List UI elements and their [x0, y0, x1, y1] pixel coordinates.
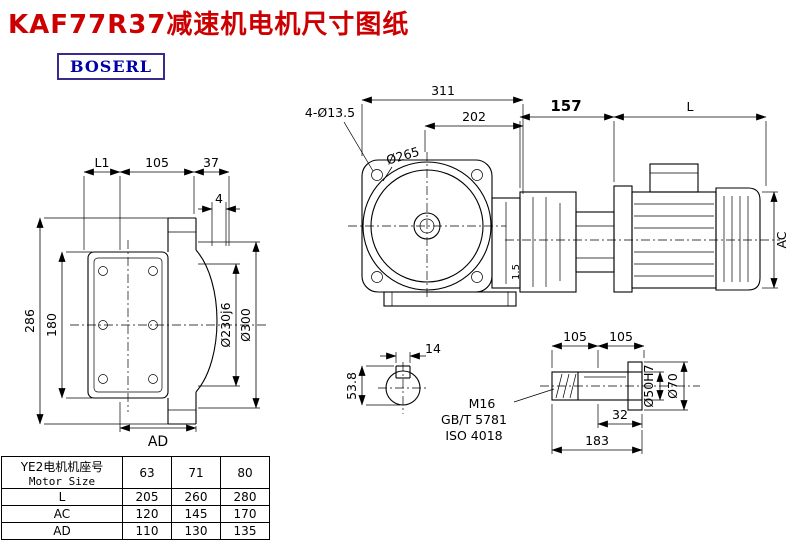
key-section-dimensions: 14 53.8 — [344, 341, 441, 406]
dim-202-label: 202 — [462, 109, 486, 124]
dim-AC-label: AC — [774, 231, 789, 248]
dim-bolt-holes-label: 4-Ø13.5 — [305, 105, 355, 120]
key-section-view — [378, 362, 428, 414]
col-header-71: 71 — [171, 456, 221, 489]
page-title: KAF77R37减速机电机尺寸图纸 — [8, 10, 410, 40]
front-view-dimensions: 311 202 4-Ø13.5 Ø265 — [305, 83, 524, 194]
dim-183-label: 183 — [585, 433, 609, 448]
dim-1-5-label: 1.5 — [511, 264, 522, 280]
cell-AC-63: 120 — [122, 505, 172, 523]
dim-300-label: Ø300 — [238, 308, 253, 342]
cell-AC-71: 145 — [171, 505, 221, 523]
motor-size-table: YE2电机机座号 Motor Size 63 71 80 L 205 260 2… — [1, 456, 270, 540]
dim-37-label: 37 — [203, 155, 219, 170]
dim-286-label: 286 — [22, 309, 37, 333]
motor-view — [505, 163, 780, 293]
cell-AD-80: 135 — [220, 522, 270, 540]
dim-230j6-label: Ø230j6 — [218, 302, 233, 347]
table-header-motor-size: YE2电机机座号 Motor Size — [1, 456, 123, 489]
side-view — [70, 217, 266, 425]
table-row-AD: AD 110 130 135 — [1, 522, 270, 540]
cell-AD-71: 130 — [171, 522, 221, 540]
side-view-dimensions: L1 105 37 4 286 180 AD Ø230j6 Ø300 — [22, 155, 260, 450]
table-row-AC: AC 120 145 170 — [1, 505, 270, 523]
table-header-en: Motor Size — [28, 474, 96, 488]
shaft-detail-view — [540, 361, 700, 411]
dim-265-label: Ø265 — [384, 144, 421, 168]
dim-311-label: 311 — [431, 83, 455, 98]
shaft-detail-dimensions: 105 105 M16 GB/T 5781 ISO 4018 32 183 Ø5… — [441, 329, 688, 454]
dim-4-label: 4 — [215, 191, 223, 206]
table-header-row: YE2电机机座号 Motor Size 63 71 80 — [1, 456, 270, 489]
dim-105b-label: 105 — [609, 329, 633, 344]
cell-AD-63: 110 — [122, 522, 172, 540]
table-row-L: L 205 260 280 — [1, 488, 270, 506]
cell-L-71: 260 — [171, 488, 221, 506]
standard-gbt-label: GB/T 5781 — [441, 412, 507, 427]
dim-105a-label: 105 — [563, 329, 587, 344]
dim-14-label: 14 — [425, 341, 441, 356]
dim-70-label: Ø70 — [665, 373, 680, 399]
dim-180-label: 180 — [44, 313, 59, 337]
dim-AD-label: AD — [148, 434, 168, 450]
dim-105-label: 105 — [145, 155, 169, 170]
dim-L1-label: L1 — [95, 155, 110, 170]
cell-L-80: 280 — [220, 488, 270, 506]
row-label-AC: AC — [1, 505, 123, 523]
dim-157-label: 157 — [550, 97, 581, 115]
brand-logo: BOSERL — [57, 53, 166, 80]
cell-AC-80: 170 — [220, 505, 270, 523]
motor-dimensions: 157 L AC 1.5 — [511, 97, 789, 289]
dim-50h7-label: Ø50H7 — [641, 364, 656, 407]
dim-32-label: 32 — [612, 407, 628, 422]
row-label-AD: AD — [1, 522, 123, 540]
dim-L-label: L — [687, 99, 694, 114]
table-header-cn: YE2电机机座号 — [20, 459, 104, 474]
standard-iso-label: ISO 4018 — [445, 428, 502, 443]
col-header-63: 63 — [122, 456, 172, 489]
front-view — [348, 152, 521, 307]
col-header-80: 80 — [220, 456, 270, 489]
row-label-L: L — [1, 488, 123, 506]
thread-m16-label: M16 — [469, 396, 496, 411]
cell-L-63: 205 — [122, 488, 172, 506]
dim-53-8-label: 53.8 — [344, 372, 359, 400]
